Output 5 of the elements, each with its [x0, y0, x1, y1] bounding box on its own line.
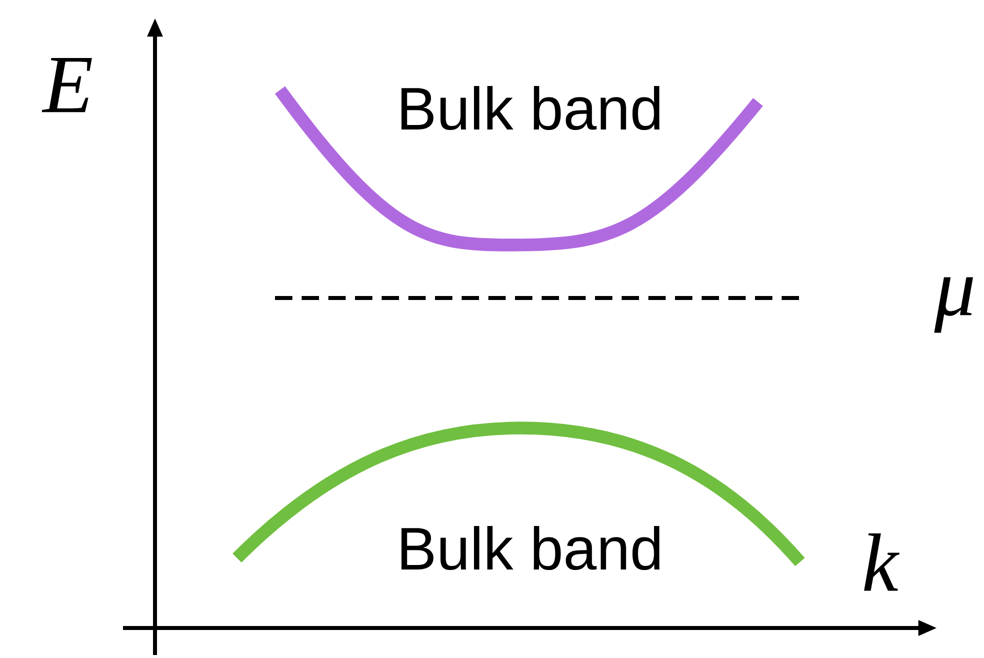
- axis-label: k: [864, 533, 900, 591]
- level-label: μ: [934, 277, 973, 333]
- axis-label: E: [42, 58, 92, 112]
- band-label: Bulk band: [402, 526, 660, 570]
- band-label: Bulk band: [402, 86, 660, 130]
